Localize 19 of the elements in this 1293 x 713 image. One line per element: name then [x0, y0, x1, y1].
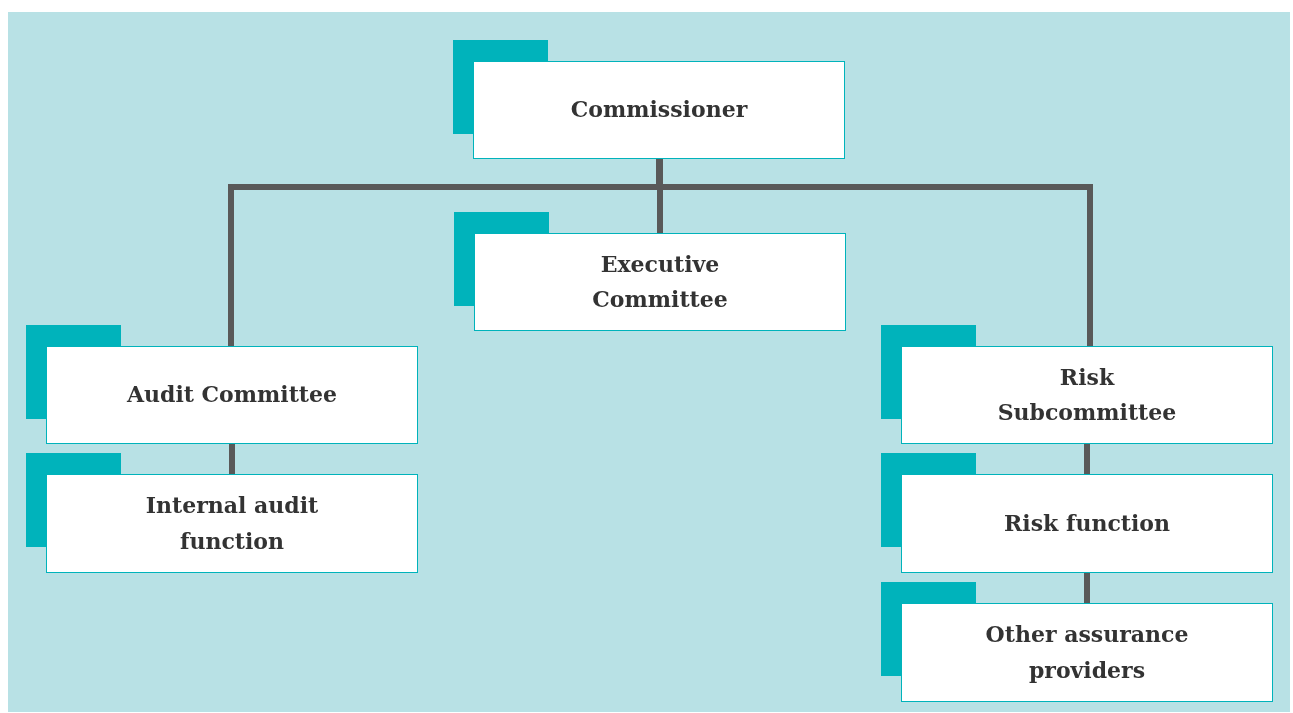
- node-label: Risk function: [1004, 508, 1170, 538]
- process-box: [46, 346, 418, 444]
- node-label: Internal audit function: [144, 491, 320, 556]
- node-label: Commissioner: [570, 95, 748, 125]
- connector-line: [1084, 444, 1090, 474]
- process-box: [901, 474, 1273, 573]
- process-box: [473, 61, 845, 159]
- process-box: [901, 346, 1273, 444]
- connector-line: [657, 159, 663, 233]
- node-label: Other assurance providers: [984, 620, 1190, 685]
- connector-line: [229, 444, 235, 474]
- node-label: Audit Committee: [126, 380, 337, 410]
- process-box: [46, 474, 418, 573]
- node-label: Executive Committee: [591, 249, 729, 314]
- node-label: Risk Subcommittee: [996, 362, 1178, 427]
- connector-line: [656, 159, 1093, 346]
- connector-line: [1084, 573, 1090, 603]
- process-box: [901, 603, 1273, 702]
- process-box: [474, 233, 846, 331]
